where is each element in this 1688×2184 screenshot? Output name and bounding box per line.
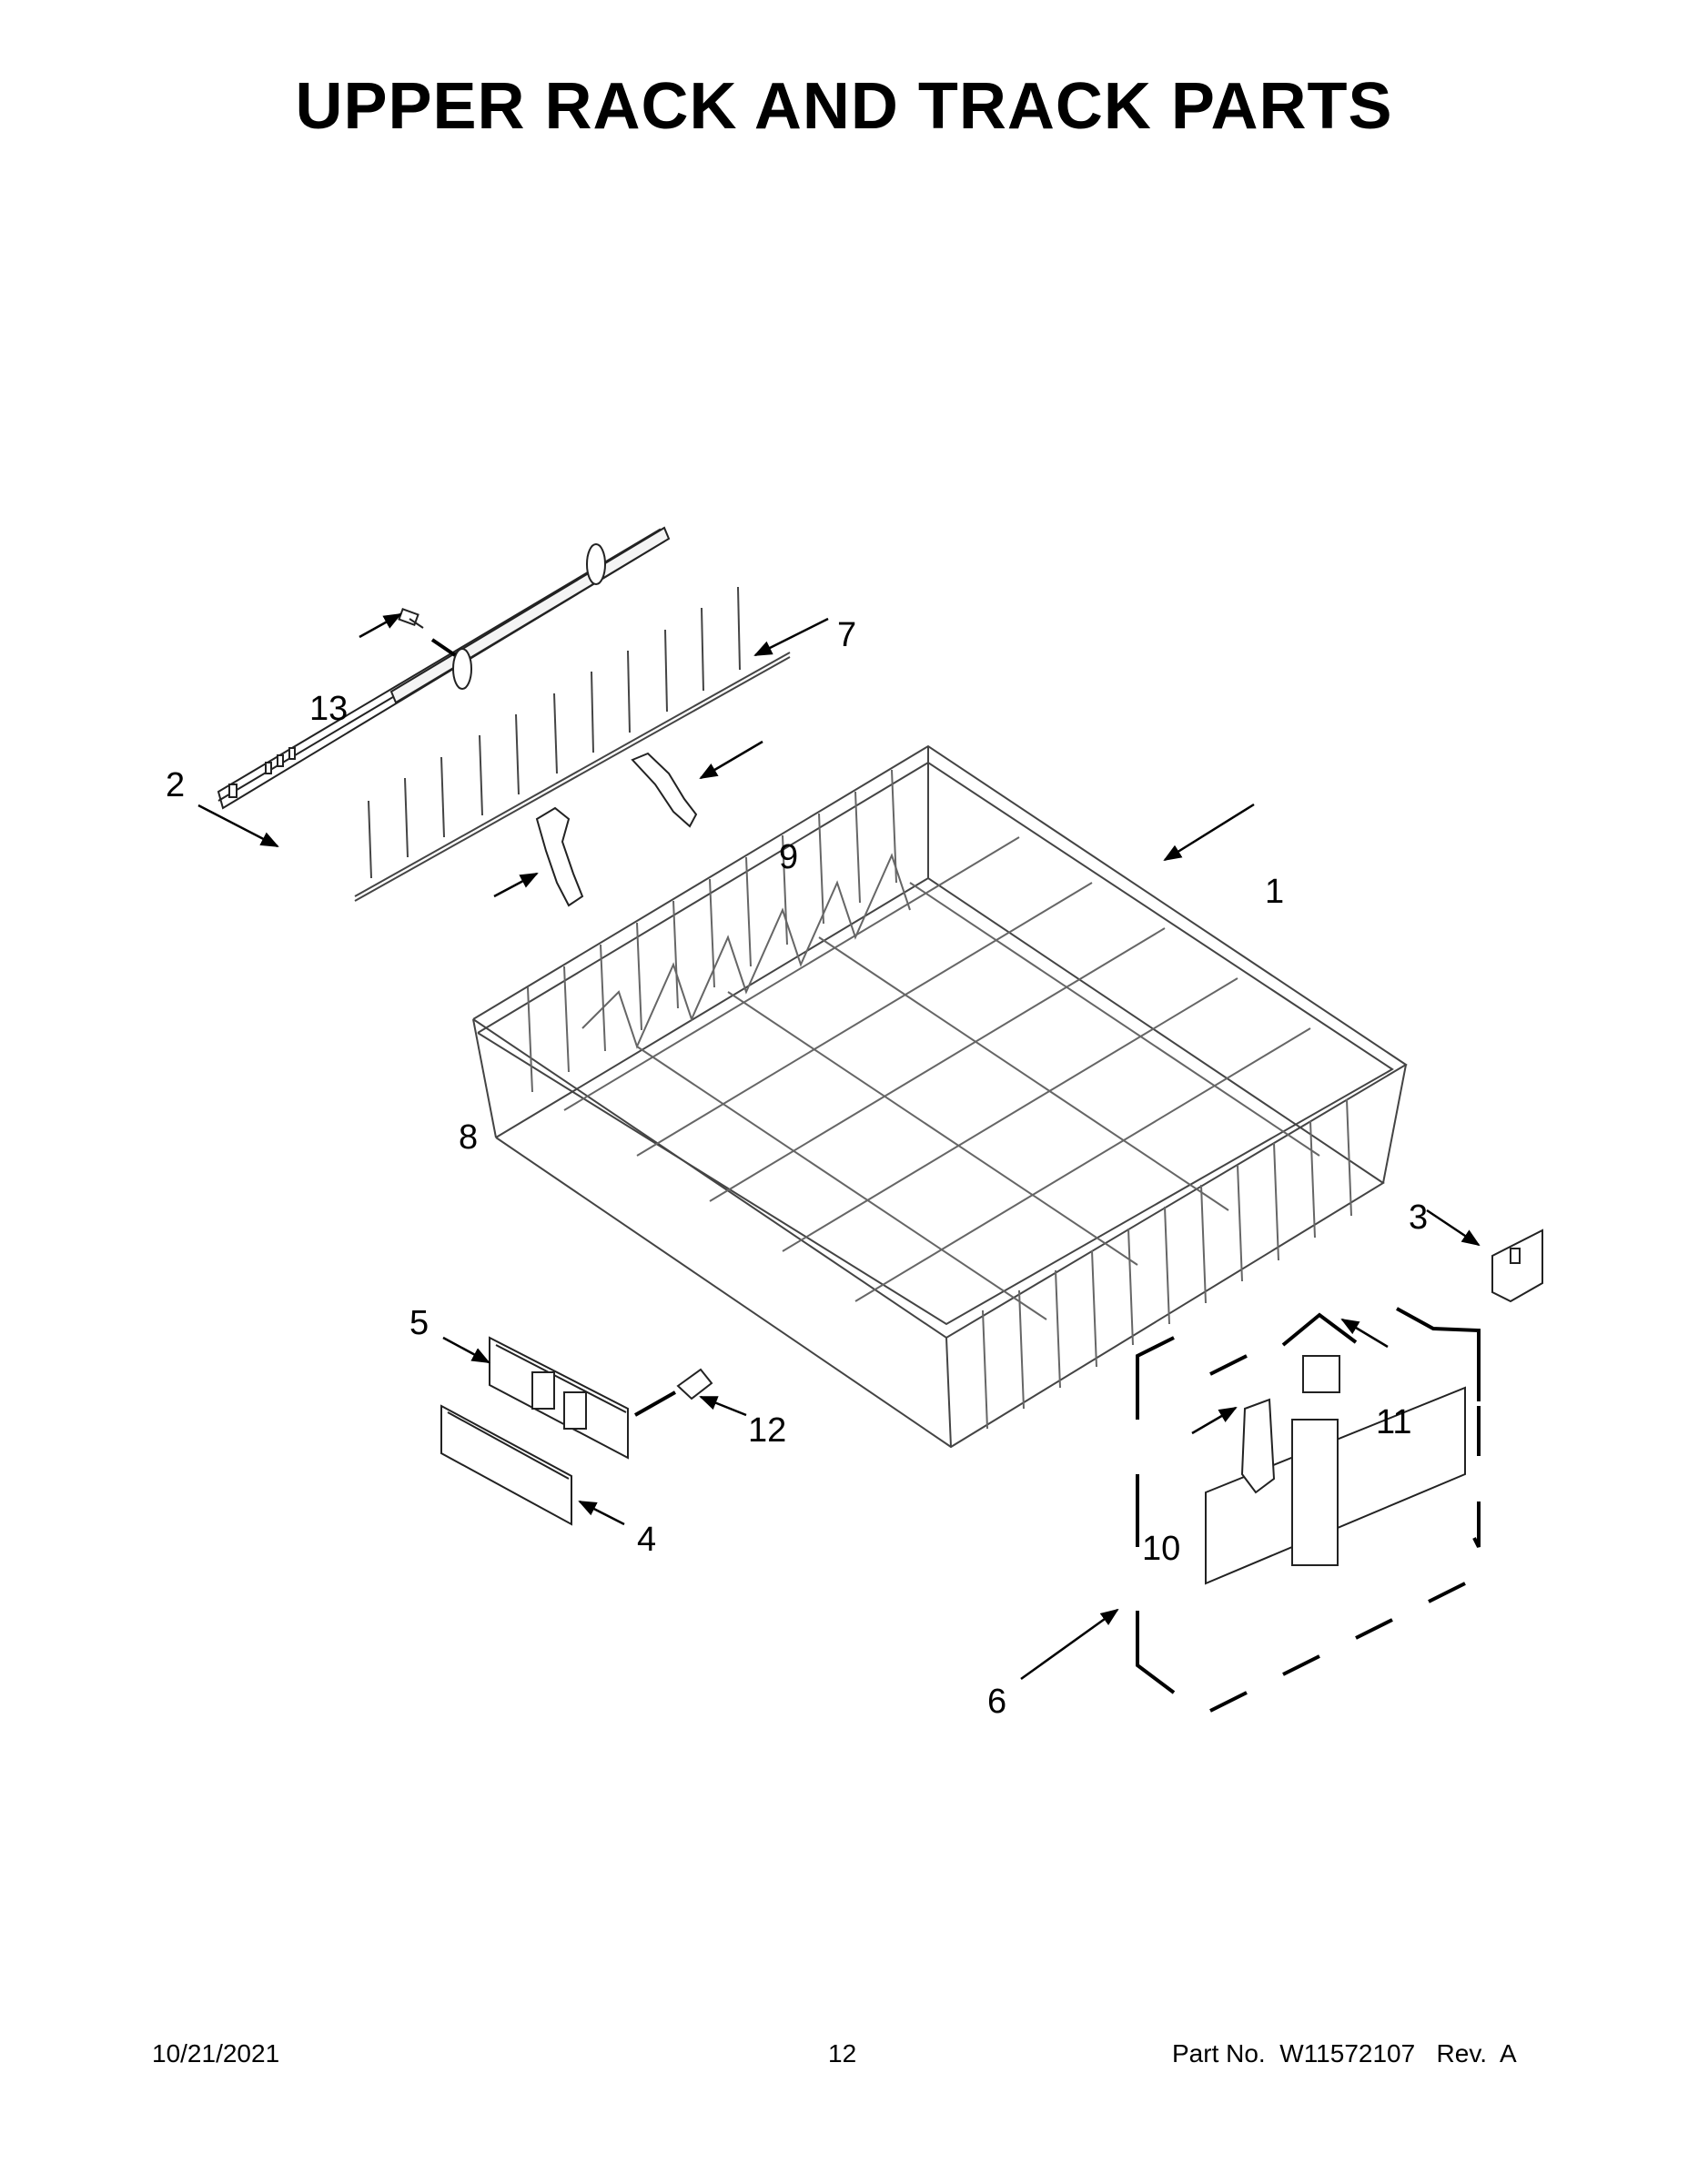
callout-4: 4 — [637, 1521, 657, 1559]
track-rail-part — [218, 528, 669, 808]
callout-11: 11 — [1376, 1403, 1412, 1441]
leader-arrows — [198, 614, 1481, 1679]
callout-6: 6 — [987, 1683, 1007, 1721]
clip-9-part — [632, 753, 696, 826]
callout-5: 5 — [409, 1304, 430, 1342]
callout-2: 2 — [166, 766, 186, 804]
callout-1: 1 — [1265, 873, 1285, 911]
callout-13: 13 — [309, 690, 349, 728]
callout-10: 10 — [1142, 1530, 1181, 1568]
footer-date: 10/21/2021 — [152, 2039, 280, 2068]
clip-3-part — [1492, 1230, 1542, 1301]
callout-9: 9 — [779, 838, 799, 876]
end-cap-5-part — [490, 1338, 628, 1458]
tine-row-part — [355, 587, 790, 901]
callout-12: 12 — [748, 1411, 787, 1450]
upper-rack-part — [473, 746, 1406, 1447]
clip-8-part — [537, 808, 582, 905]
screw-13-part — [399, 609, 455, 655]
assembly-6-bracket — [1137, 1309, 1479, 1711]
screw-12-part — [635, 1370, 712, 1415]
callout-7: 7 — [837, 616, 857, 654]
adjuster-assembly-part — [1206, 1356, 1465, 1583]
footer-page-number: 12 — [828, 2039, 857, 2068]
cover-4-part — [441, 1406, 571, 1524]
callout-3: 3 — [1409, 1198, 1429, 1237]
footer-part-number: Part No. W11572107 Rev. A — [1172, 2039, 1517, 2068]
page-title: UPPER RACK AND TRACK PARTS — [295, 70, 1393, 143]
callout-8: 8 — [459, 1118, 479, 1157]
